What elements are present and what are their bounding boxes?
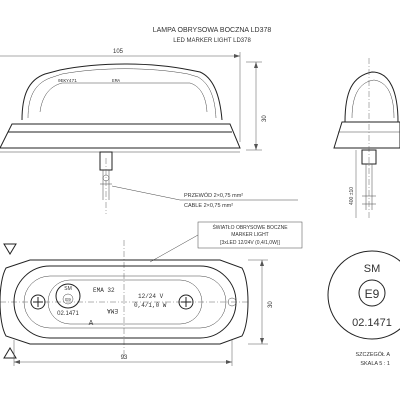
detail-e-mark: E9 (365, 287, 380, 301)
detail-caption-2: SKALA 5 : 1 (360, 361, 390, 367)
plan-view: SM E9 02.1471 A EMA 32 EMA 12/24 V 0,4/1… (0, 240, 249, 360)
plan-voltage: 12/24 V (138, 293, 164, 300)
plan-section-letter: A (89, 320, 94, 327)
dim-height-side-label: 30 (262, 115, 268, 122)
light-callout-line-2: MARKER LIGHT (231, 232, 269, 238)
title-sub: LED MARKER LIGHT LD378 (173, 38, 251, 44)
title-main: LAMPA OBRYSOWA BOCZNA LD378 (153, 27, 272, 34)
plan-approval-code: 02.1471 (57, 311, 79, 317)
light-callout: ŚWIATŁO OBRYSOWE BOCZNE MARKER LIGHT [3x… (149, 221, 303, 263)
dim-cable-length-label: 400 ±10 (349, 187, 355, 205)
side-lens-ema: EMA (112, 78, 120, 84)
plan-ema: EMA (107, 307, 118, 314)
cable-callout-line-2: CABLE 2×0,75 mm² (184, 203, 233, 209)
dim-overall-width-label: 105 (113, 49, 124, 55)
dim-bottom-width: 93 (13, 340, 233, 366)
plan-sm-mark: SM (64, 286, 72, 292)
side-lens-code: 0EKY471 (58, 78, 77, 84)
detail-approval-code: 02.1471 (352, 317, 392, 329)
side-view: 0EKY471 EMA (0, 63, 241, 214)
detail-sm-mark: SM (364, 263, 381, 275)
dim-height-side: 30 (246, 61, 268, 151)
front-view: 400 ±10 (333, 58, 400, 218)
dim-bottom-width-label: 93 (121, 355, 128, 361)
light-callout-line-3: [3xLED 12/24V (0,4/1,0W)] (220, 240, 280, 246)
dim-overall-width: 105 (0, 49, 241, 142)
dim-bottom-height-label: 30 (268, 301, 274, 308)
light-callout-line-1: ŚWIATŁO OBRYSOWE BOCZNE (212, 223, 288, 231)
detail-a: SM E9 02.1471 SZCZEGÓŁ A SKALA 5 : 1 (327, 250, 400, 367)
dim-bottom-height: 30 (248, 259, 274, 345)
detail-caption-1: SZCZEGÓŁ A (355, 351, 390, 358)
plan-e-mark: E9 (65, 297, 71, 302)
cable-callout: PRZEWÓD 2×0,75 mm² CABLE 2×0,75 mm² (111, 185, 298, 209)
cable-callout-line-1: PRZEWÓD 2×0,75 mm² (184, 192, 243, 199)
plan-ema-code: EMA 32 (93, 287, 115, 294)
plan-power: 0,4/1,0 W (134, 302, 167, 309)
